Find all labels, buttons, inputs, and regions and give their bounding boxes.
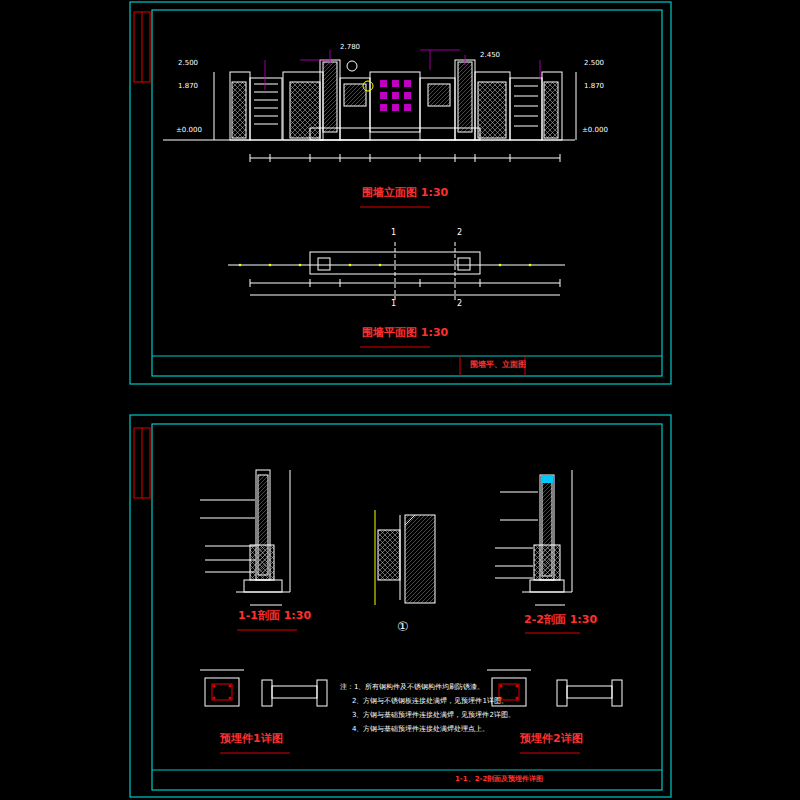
elevation-mark: 2.500: [178, 60, 198, 68]
elevation-mark: 1.870: [584, 83, 604, 91]
note-text: 4、方钢与基础预埋件连接处满焊处理点上。: [352, 726, 489, 734]
elevation-mark: 1.870: [178, 83, 198, 91]
note-text: 注：1、所有钢构件及不锈钢构件均刷防锈漆。: [340, 684, 484, 692]
drawing-title: 预埋件2详图: [520, 733, 583, 745]
drawing-title: 预埋件1详图: [220, 733, 283, 745]
elevation-mark: ±0.000: [582, 127, 608, 135]
note-text: 3、方钢与基础预埋件连接处满焊，见预埋件2详图。: [352, 712, 515, 720]
drawing-title: 1-1剖面 1:30: [238, 610, 311, 622]
section-mark: 1: [391, 229, 396, 238]
elevation-mark: 2.500: [584, 60, 604, 68]
drawing-title: 围墙平面图 1:30: [362, 327, 448, 339]
elevation-mark: ±0.000: [176, 127, 202, 135]
drawing-title: 围墙立面图 1:30: [362, 187, 448, 199]
note-text: 2、方钢与不锈钢板连接处满焊，见预埋件1详图。: [352, 698, 508, 706]
section-mark: 2: [457, 229, 462, 238]
detail-callout: ①: [397, 620, 409, 634]
section-mark: 2: [457, 300, 462, 309]
title-block-text: 围墙平、立面图: [470, 361, 526, 370]
section-mark: 1: [391, 300, 396, 309]
drawing-title: 2-2剖面 1:30: [524, 614, 597, 626]
title-block-text: 1-1、2-2剖面及预埋件详图: [455, 776, 543, 784]
elevation-mark: 2.780: [340, 44, 360, 52]
elevation-mark: 2.450: [480, 52, 500, 60]
